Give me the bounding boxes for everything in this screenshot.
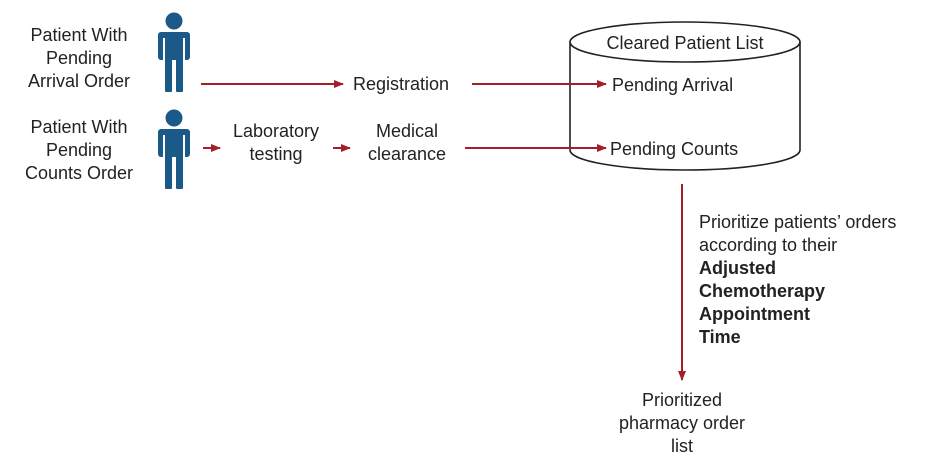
patient-counts-line3: Counts Order (24, 163, 134, 183)
person-icon (158, 12, 190, 92)
prioritize-bold-adjusted: Adjusted (699, 258, 777, 278)
prioritize-bold-time: Time (699, 327, 741, 347)
patient-arrival-line2: Pending (45, 48, 113, 68)
patient-counts-line1: Patient With (30, 117, 128, 137)
prioritize-line2: according to their (699, 235, 838, 255)
medical-line2: clearance (367, 144, 447, 164)
patient-arrival-line1: Patient With (30, 25, 128, 45)
laboratory-step: Laboratory testing (222, 120, 330, 166)
pending-arrival-label: Pending Arrival (612, 75, 734, 95)
prioritized-line1: Prioritized (641, 390, 723, 410)
laboratory-line2: testing (249, 144, 303, 164)
prioritized-list-label: Prioritized pharmacy order list (602, 389, 762, 458)
database-cylinder (569, 21, 801, 171)
person-icon (158, 109, 190, 189)
prioritize-bold-chemotherapy: Chemotherapy (699, 281, 826, 301)
patient-arrival-line3: Arrival Order (27, 71, 130, 91)
prioritize-bold-appointment: Appointment (699, 304, 810, 324)
pending-counts-label: Pending Counts (610, 139, 739, 159)
registration-step: Registration (353, 74, 450, 94)
medical-line1: Medical (375, 121, 439, 141)
laboratory-line1: Laboratory (232, 121, 320, 141)
medical-clearance-step: Medical clearance (352, 120, 462, 166)
patient-arrival-label: Patient With Pending Arrival Order (10, 24, 148, 93)
prioritized-line3: list (671, 436, 693, 456)
prioritize-line1: Prioritize patients’ orders (699, 212, 897, 232)
prioritize-annotation: Prioritize patients’ orders according to… (699, 211, 896, 349)
patient-counts-line2: Pending (45, 140, 113, 160)
database-title: Cleared Patient List (606, 33, 764, 53)
patient-counts-label: Patient With Pending Counts Order (10, 116, 148, 185)
prioritized-line2: pharmacy order (618, 413, 746, 433)
